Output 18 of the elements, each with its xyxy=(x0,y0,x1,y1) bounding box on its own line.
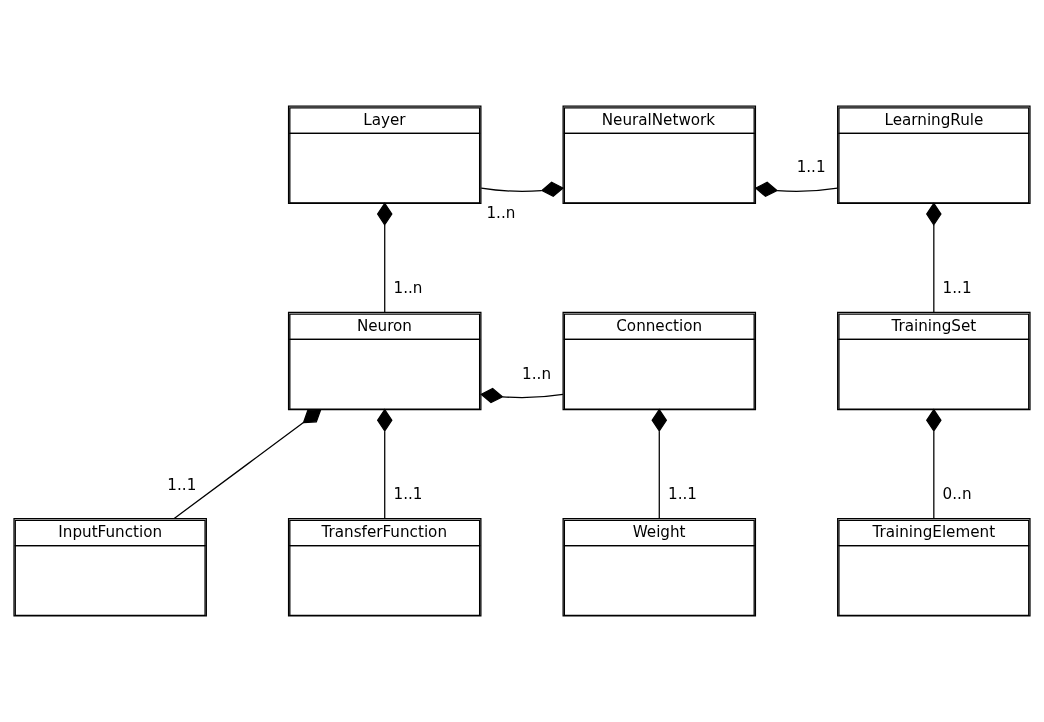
connector xyxy=(651,408,668,519)
connector xyxy=(480,387,564,404)
edge-label: 1..1 xyxy=(167,476,197,495)
edge-label: 1..1 xyxy=(393,484,423,503)
connector xyxy=(376,408,393,519)
connector xyxy=(173,409,322,520)
edge-label: 1..n xyxy=(522,364,552,383)
connector xyxy=(754,181,839,198)
edge-label: 1..1 xyxy=(942,278,972,297)
connector xyxy=(925,202,942,313)
edge-label: 1..n xyxy=(486,204,516,223)
edge-label: 1..1 xyxy=(796,158,826,177)
connector xyxy=(376,202,393,313)
edge-label: 1..n xyxy=(393,278,423,297)
connector xyxy=(480,181,565,198)
edge-label: 0..n xyxy=(942,484,972,503)
edge-label: 1..1 xyxy=(668,484,698,503)
connector xyxy=(925,408,942,519)
